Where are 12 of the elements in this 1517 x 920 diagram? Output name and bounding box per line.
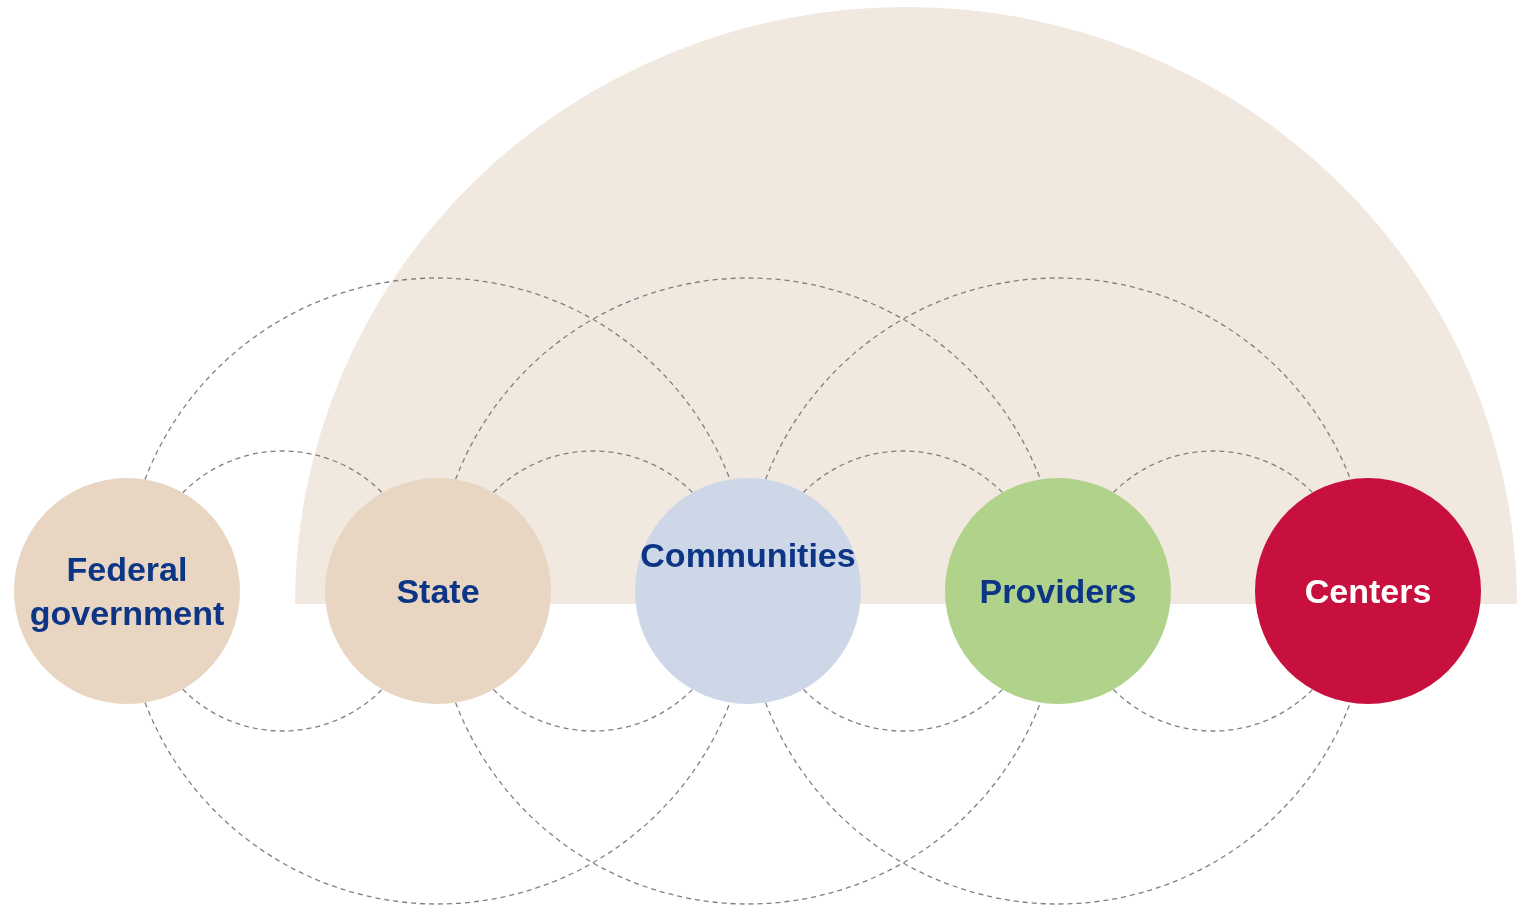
dashed-arc-connector: [764, 278, 1352, 904]
node-label: Providers: [978, 570, 1138, 612]
dashed-arc-connector: [454, 278, 1042, 904]
dashed-arc-connector: [492, 450, 694, 732]
node-label: Centers: [1303, 570, 1433, 612]
node-label: Communities: [639, 534, 857, 576]
dashed-arc-connector: [144, 278, 731, 904]
node-label: Federal government: [28, 548, 226, 634]
node-label: State: [395, 570, 481, 612]
dashed-arc-connector: [182, 450, 383, 732]
dashed-arc-connector: [1112, 450, 1314, 732]
dashed-arc-connector: [802, 450, 1004, 732]
